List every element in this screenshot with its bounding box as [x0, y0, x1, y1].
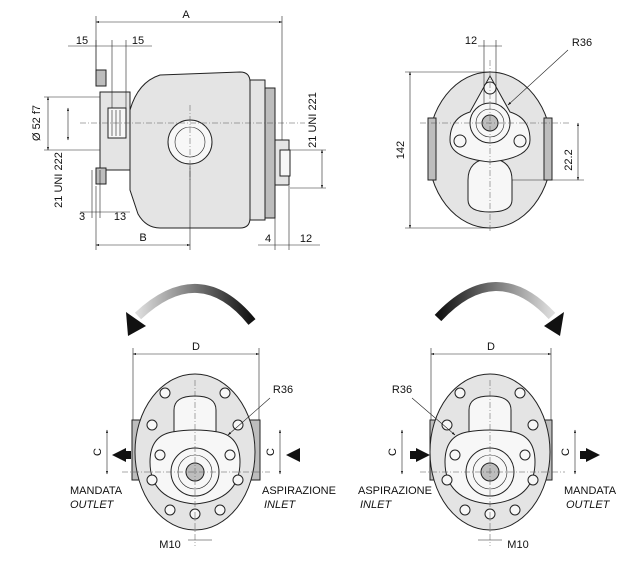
lv-bolt-1 — [159, 387, 171, 399]
rv-outlet-label-en: OUTLET — [566, 499, 611, 511]
rv-dim-C-right: C — [560, 448, 572, 456]
rotation-arrow-cw — [434, 282, 556, 322]
rv-dim-m10: M10 — [507, 539, 528, 551]
front-r36-leader — [507, 49, 569, 106]
dim-uni221: 21 UNI 221 — [307, 92, 319, 148]
rv-outlet-arrow — [586, 448, 600, 462]
rotation-arrowhead-cw — [544, 312, 564, 336]
rear-plate — [264, 87, 276, 219]
lv-outlet-label-en: OUTLET — [70, 499, 115, 511]
rv-dim-C-left: C — [387, 448, 399, 456]
dim-B: B — [139, 232, 146, 244]
lv-inlet-label-en: INLET — [264, 499, 296, 511]
rv-bolt-4 — [527, 419, 539, 431]
rear-cover — [249, 79, 266, 221]
rv-inlet-arrow — [416, 448, 430, 462]
lv-outlet-arrow-stem — [125, 451, 131, 459]
front-dim-12: 12 — [465, 35, 477, 47]
dim-A: A — [182, 9, 190, 21]
rv-bolt-2 — [514, 387, 526, 399]
rv-bolt-9 — [459, 504, 471, 516]
front-dim-142: 142 — [395, 141, 407, 159]
lv-inlet-label-it: ASPIRAZIONE — [262, 485, 336, 497]
rv-bolt-11 — [509, 504, 521, 516]
lv-bolt-8 — [232, 474, 244, 486]
lv-dim-C-left: C — [92, 448, 104, 456]
lv-bolt-7 — [146, 474, 158, 486]
rv-bolt-8 — [527, 474, 539, 486]
rv-inlet-label-en: INLET — [360, 499, 392, 511]
lv-outlet-arrow — [112, 448, 126, 462]
rv-bolt-5 — [449, 449, 461, 461]
dim-15b: 15 — [132, 35, 144, 47]
rv-outlet-arrow-stem — [580, 451, 586, 459]
right-view: D C C R36 M10 ASPIRAZIONE INLET MANDATA … — [358, 341, 617, 551]
rv-outlet-label-it: MANDATA — [564, 485, 617, 497]
lv-dim-D: D — [192, 341, 200, 353]
dim-13: 13 — [114, 211, 126, 223]
lv-outlet-label-it: MANDATA — [70, 485, 123, 497]
lv-dim-m10: M10 — [159, 539, 180, 551]
lv-dim-r36: R36 — [273, 384, 293, 396]
lv-inlet-arrow-stem — [294, 451, 300, 459]
front-lug-left — [427, 117, 437, 181]
lv-bolt-6 — [224, 449, 236, 461]
rotation-arrowhead-ccw — [126, 312, 146, 336]
lv-bolt-3 — [146, 419, 158, 431]
rv-inlet-arrow-stem — [410, 451, 416, 459]
front-bolt-right — [513, 134, 527, 148]
flange-ear-top — [95, 69, 107, 87]
front-dim-222: 22.2 — [563, 149, 575, 170]
dim-3: 3 — [79, 211, 85, 223]
dim-12: 12 — [300, 233, 312, 245]
front-dim-r36: R36 — [572, 37, 592, 49]
lv-bolt-5 — [154, 449, 166, 461]
lv-r36-leader — [227, 397, 271, 436]
dim-uni222: 21 UNI 222 — [53, 152, 65, 208]
dim-15a: 15 — [76, 35, 88, 47]
dim-phi52: Ø 52 f7 — [31, 105, 43, 141]
lv-dim-C-right: C — [265, 448, 277, 456]
lv-bolt-11 — [214, 504, 226, 516]
rv-inlet-label-it: ASPIRAZIONE — [358, 485, 432, 497]
rear-port-fitting — [279, 149, 291, 177]
front-view: 12 R36 142 22.2 — [395, 35, 592, 232]
rv-bolt-7 — [441, 474, 453, 486]
rv-bolt-1 — [454, 387, 466, 399]
lv-bolt-4 — [232, 419, 244, 431]
rv-bolt-6 — [519, 449, 531, 461]
dim-4: 4 — [265, 233, 271, 245]
left-view: D C C R36 M10 MANDATA OUTLET ASPIRAZIONE… — [70, 341, 336, 551]
rotation-arrow-ccw — [134, 283, 256, 325]
rv-bolt-3 — [441, 419, 453, 431]
rv-dim-D: D — [487, 341, 495, 353]
lv-bolt-9 — [164, 504, 176, 516]
rv-r36-leader — [411, 397, 456, 436]
front-lug-right — [543, 117, 553, 181]
front-bolt-left — [453, 134, 467, 148]
side-view: A 15 15 Ø 52 f7 21 UNI 222 3 13 B 4 12 — [31, 9, 326, 250]
flange-ear-bottom — [95, 167, 107, 185]
lv-bolt-2 — [219, 387, 231, 399]
rv-dim-r36: R36 — [392, 384, 412, 396]
